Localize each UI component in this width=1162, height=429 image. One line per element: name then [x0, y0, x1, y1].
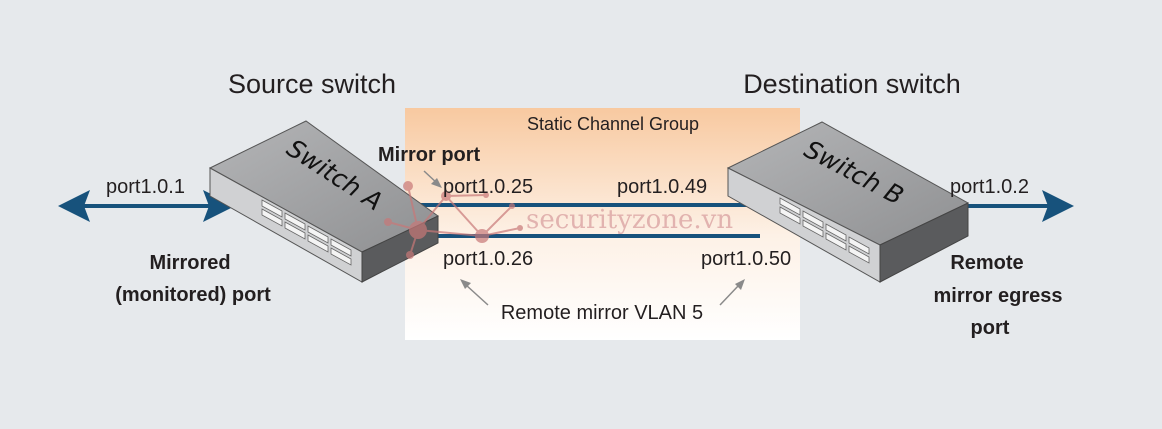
- egress-port-caption-line2: mirror egress: [934, 285, 1063, 307]
- remote-mirror-vlan-label: Remote mirror VLAN 5: [501, 302, 703, 324]
- port-1-0-1-label: port1.0.1: [106, 176, 185, 198]
- destination-switch-title: Destination switch: [743, 69, 961, 99]
- egress-port-caption-line1: Remote: [950, 252, 1023, 274]
- left-double-arrow-icon: [58, 190, 235, 222]
- switch-b: Switch B: [726, 121, 970, 283]
- vlan-pointer-left: [460, 279, 489, 306]
- port-1-0-50-label: port1.0.50: [701, 248, 791, 270]
- network-nodes-logo: [384, 181, 523, 259]
- static-channel-group-label: Static Channel Group: [527, 114, 699, 134]
- switch-a-port-grid: [261, 199, 352, 266]
- egress-port-caption-line3: port: [971, 317, 1010, 339]
- mirror-port-label: Mirror port: [378, 144, 481, 166]
- port-1-0-49-label: port1.0.49: [617, 176, 707, 198]
- source-switch-title: Source switch: [228, 69, 396, 99]
- mirror-port-pointer-head: [431, 178, 442, 188]
- switch-b-port-grid: [779, 197, 870, 264]
- vlan-pointer-right: [719, 279, 745, 306]
- port-1-0-2-label: port1.0.2: [950, 176, 1029, 198]
- mirrored-port-caption-line1: Mirrored: [149, 252, 230, 274]
- switch-b-side: [879, 202, 969, 283]
- right-arrow-icon: [960, 190, 1074, 222]
- port-1-0-26-label: port1.0.26: [443, 248, 533, 270]
- port-1-0-25-label: port1.0.25: [443, 176, 533, 198]
- watermark-text: securityzone.vn: [526, 205, 733, 235]
- mirrored-port-caption-line2: (monitored) port: [115, 284, 271, 306]
